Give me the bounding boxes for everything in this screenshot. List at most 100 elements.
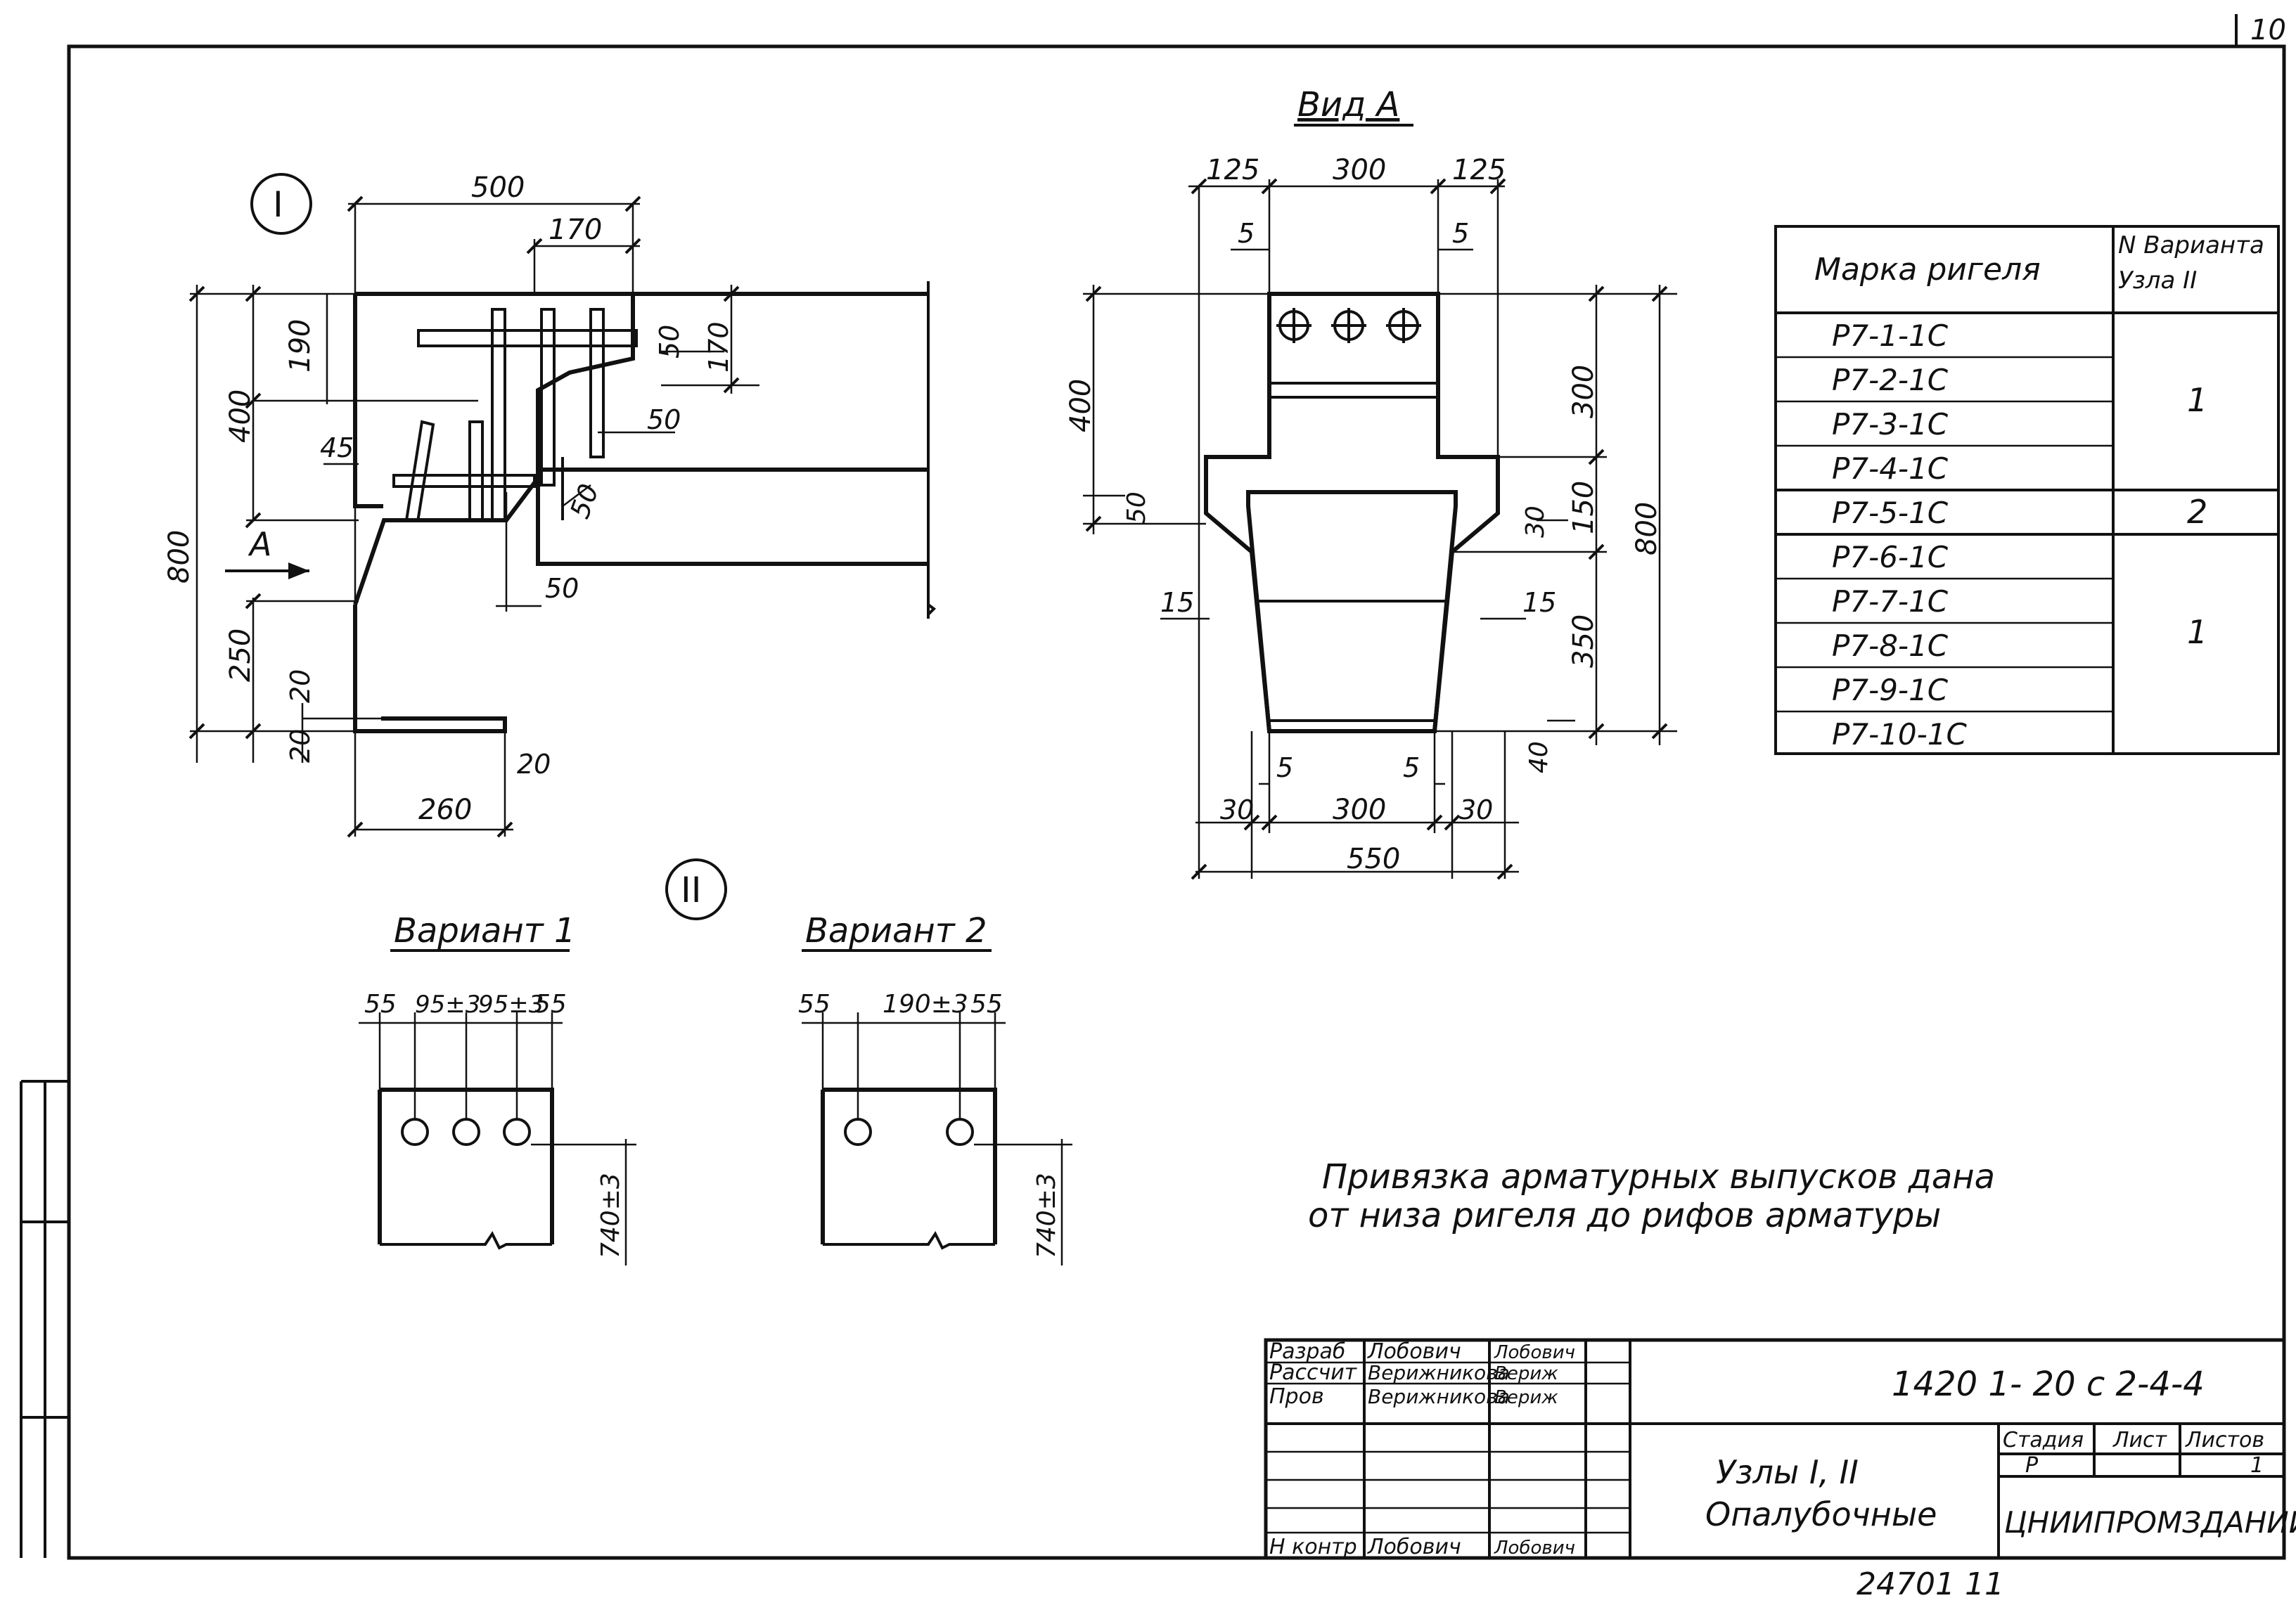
table-row-9: Р7-9-1С: [1832, 673, 1949, 707]
variant-1-dim-95-b: 95±3: [478, 991, 544, 1019]
dim-170-top: 170: [549, 214, 602, 246]
stage-value: Р: [2025, 1453, 2039, 1478]
node-1-label: I: [250, 173, 312, 235]
table-row-5: Р7-5-1С: [1832, 496, 1949, 530]
table-group-3: 1: [2187, 613, 2207, 651]
dim-15-left: 15: [1160, 587, 1194, 618]
role-calculated: Рассчит: [1269, 1360, 1358, 1385]
role-norm-control: Н контр: [1269, 1535, 1357, 1559]
dim-550: 550: [1347, 843, 1400, 875]
sheet-number: 10: [2250, 14, 2286, 46]
footer-number: 24701 11: [1856, 1566, 2004, 1602]
table-row-10: Р7-10-1С: [1832, 717, 1968, 752]
dim-300-top: 300: [1333, 154, 1386, 186]
variant-1-dim-55-left: 55: [364, 990, 397, 1019]
role-developer: Разраб: [1269, 1339, 1345, 1364]
dim-300-bottom: 300: [1333, 794, 1386, 826]
sheets-header: Листов: [2185, 1428, 2264, 1452]
dim-5-c: 5: [1276, 752, 1293, 783]
dim-50-a: 50: [654, 325, 685, 359]
drawing-title-line-2: Опалубочные: [1705, 1495, 1937, 1533]
dim-50-b: 50: [647, 404, 681, 435]
signature-developer: Лобович: [1494, 1342, 1575, 1363]
variant-2-dim-55-right: 55: [970, 990, 1003, 1019]
dim-170-right: 170: [703, 321, 734, 373]
table-row-1: Р7-1-1С: [1832, 318, 1949, 353]
variant-2-dim-190: 190±3: [883, 990, 968, 1019]
dim-20-a: 20: [285, 669, 316, 703]
dim-400: 400: [224, 389, 257, 443]
dim-150: 150: [1567, 481, 1600, 534]
view-a-title: Вид А: [1297, 85, 1399, 124]
dim-50-d: 50: [545, 573, 579, 604]
dim-300-right: 300: [1567, 365, 1600, 418]
view-a-drawing: Вид А: [1065, 85, 1677, 880]
note-line-1: Привязка арматурных выпусков дана: [1322, 1157, 1995, 1197]
stage-header: Стадия: [2003, 1428, 2084, 1452]
signature-norm-control: Лобович: [1494, 1538, 1575, 1559]
beam-variant-table: Марка ригеля N Варианта Узла II Р7-1-1С …: [1774, 225, 2280, 755]
table-row-2: Р7-2-1С: [1832, 363, 1949, 397]
dim-5-a: 5: [1238, 218, 1255, 249]
variant-1-dim-55-right: 55: [534, 990, 567, 1019]
dim-15-right: 15: [1522, 587, 1556, 618]
node-2-label: II: [665, 858, 727, 920]
dim-800: 800: [1631, 502, 1663, 555]
rebar-note: Привязка арматурных выпусков дана от низ…: [1308, 1157, 1995, 1235]
table-col2-header-line1: N Варианта: [2118, 231, 2264, 259]
svg-text:I: I: [273, 184, 283, 225]
table-col2-header-line2: Узла II: [2118, 266, 2197, 295]
dim-5-b: 5: [1452, 218, 1469, 249]
dim-50: 50: [1122, 491, 1151, 524]
table-row-4: Р7-4-1С: [1832, 451, 1949, 486]
dim-20-c: 20: [517, 749, 551, 780]
role-checked: Пров: [1269, 1384, 1324, 1409]
view-a-arrow: А: [225, 525, 309, 579]
name-checked: Верижникова: [1368, 1385, 1510, 1408]
variant-2-drawing: Вариант 2 55 190±3 55 740±3: [798, 911, 1072, 1265]
sheet-header: Лист: [2112, 1428, 2168, 1452]
dim-5-d: 5: [1403, 752, 1420, 783]
dim-125-left: 125: [1206, 154, 1259, 186]
name-norm-control: Лобович: [1367, 1535, 1461, 1559]
variant-1-dim-95-a: 95±3: [415, 991, 480, 1019]
dim-50-c: 50: [564, 480, 605, 522]
table-row-7: Р7-7-1С: [1832, 584, 1949, 619]
note-line-2: от низа ригеля до рифов арматуры: [1308, 1196, 1941, 1235]
title-block: Разраб Рассчит Пров Н контр Лобович Вери…: [1264, 1338, 2296, 1560]
dim-45: 45: [320, 432, 354, 463]
dim-260: 260: [418, 794, 472, 826]
dim-350: 350: [1567, 614, 1600, 668]
dim-250: 250: [224, 629, 257, 682]
variant-2-dim-55-left: 55: [798, 990, 830, 1019]
dim-190: 190: [284, 319, 316, 373]
svg-text:II: II: [681, 870, 702, 910]
sheet-frame: 10: [20, 14, 2286, 1560]
organization: ЦНИИПРОМЗДАНИЙ: [2004, 1505, 2296, 1540]
name-developer: Лобович: [1367, 1339, 1461, 1364]
dim-30-b: 30: [1220, 794, 1254, 825]
dim-800: 800: [163, 530, 195, 584]
variant-1-title: Вариант 1: [394, 911, 576, 951]
signature-checked: Вериж: [1494, 1387, 1558, 1408]
table-group-2: 2: [2187, 493, 2207, 531]
dim-40: 40: [1525, 741, 1553, 773]
table-row-8: Р7-8-1С: [1832, 629, 1949, 663]
dim-30-a: 30: [1521, 505, 1550, 538]
dim-400: 400: [1065, 379, 1097, 432]
sheets-value: 1: [2250, 1453, 2264, 1478]
variant-2-title: Вариант 2: [805, 911, 987, 951]
table-row-3: Р7-3-1С: [1832, 407, 1949, 442]
variant-1-drawing: Вариант 1 55 95±3 95±3 55 740±3: [359, 911, 636, 1265]
name-calculated: Верижникова: [1368, 1361, 1510, 1384]
drawing-code: 1420 1- 20 с 2-4-4: [1892, 1365, 2205, 1404]
dim-125-right: 125: [1452, 154, 1506, 186]
svg-text:А: А: [248, 525, 271, 563]
node-1-drawing: I: [163, 172, 937, 838]
table-row-6: Р7-6-1С: [1832, 540, 1949, 574]
dim-20-b: 20: [285, 729, 316, 763]
table-col1-header: Марка ригеля: [1814, 252, 2041, 288]
variant-2-dim-height: 740±3: [1032, 1173, 1061, 1258]
dim-30-c: 30: [1459, 794, 1493, 825]
